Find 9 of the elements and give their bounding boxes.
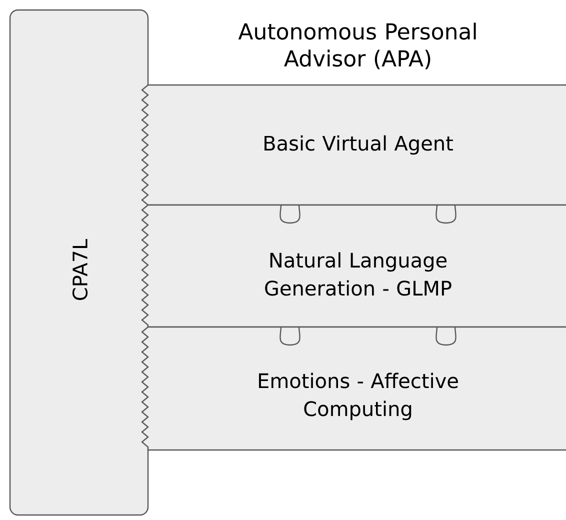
side-panel: CPA7L	[9, 9, 149, 516]
title: Autonomous Personal Advisor (APA)	[238, 22, 476, 70]
node-label: CPA7L	[72, 238, 88, 300]
layer-band: Emotions - Affective Computing	[141, 326, 566, 451]
layer-band: Basic Virtual Agent	[141, 84, 566, 206]
layer-band: Natural Language Generation - GLMP	[141, 204, 566, 328]
node-label: Emotions - Affective Computing	[258, 372, 458, 420]
node-label: Natural Language Generation - GLMP	[265, 252, 452, 296]
node-label: Basic Virtual Agent	[264, 135, 453, 155]
